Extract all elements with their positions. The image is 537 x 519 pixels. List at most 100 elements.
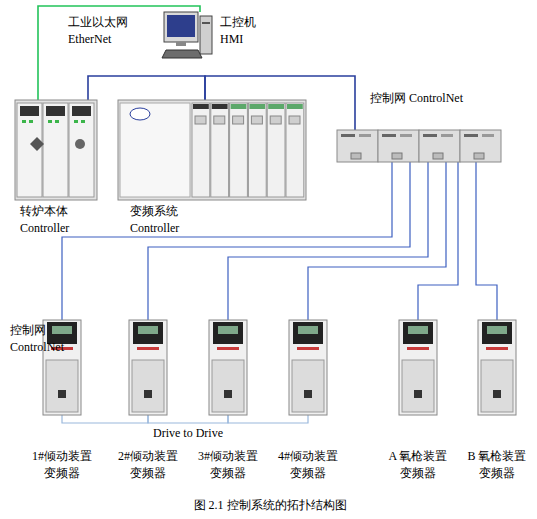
node-shape bbox=[399, 320, 437, 415]
rack-chassis bbox=[118, 100, 306, 200]
drive-panel bbox=[133, 322, 163, 344]
node-label: 工控机 HMI bbox=[220, 14, 264, 48]
status-led bbox=[81, 120, 85, 123]
drive-body bbox=[129, 320, 167, 415]
node-shape bbox=[209, 320, 247, 415]
edge-label: Drive to Drive bbox=[153, 426, 223, 440]
node-shape bbox=[43, 320, 81, 415]
logo-mark bbox=[130, 108, 150, 120]
pc-tower bbox=[200, 16, 212, 54]
bnc-connector bbox=[433, 153, 443, 159]
power-supply bbox=[120, 103, 190, 197]
drive-unit: 3#倾动装置 变频器 bbox=[209, 320, 247, 415]
drive-panel bbox=[482, 322, 512, 344]
module-label bbox=[464, 134, 478, 137]
door-latch bbox=[414, 390, 422, 398]
node-label: 变频系统 Controller bbox=[130, 203, 200, 237]
node-shape bbox=[15, 100, 97, 200]
node-label: 2#倾动装置 变频器 bbox=[113, 448, 183, 482]
drive-body bbox=[478, 320, 516, 415]
computer-icon: 工控机 HMI bbox=[162, 12, 212, 58]
module-label bbox=[382, 134, 396, 137]
node-shape bbox=[118, 100, 306, 200]
drive-display bbox=[218, 326, 238, 334]
door-latch bbox=[493, 390, 501, 398]
bnc-connector bbox=[392, 153, 402, 159]
door-latch bbox=[58, 390, 66, 398]
door-latch bbox=[224, 390, 232, 398]
module-label bbox=[249, 104, 265, 109]
node-label: 转炉本体 Controller bbox=[20, 203, 90, 237]
network-cable bbox=[148, 415, 228, 423]
monitor-frame bbox=[164, 12, 198, 42]
drive-body bbox=[399, 320, 437, 415]
network-cable bbox=[228, 415, 308, 423]
rack-module bbox=[43, 103, 68, 197]
status-led bbox=[74, 120, 78, 123]
drive-body bbox=[43, 320, 81, 415]
module-label bbox=[400, 134, 412, 137]
module-window bbox=[289, 116, 300, 124]
network-cable bbox=[62, 415, 148, 423]
monitor-stand bbox=[176, 42, 186, 46]
module-window bbox=[214, 116, 225, 124]
node-shape bbox=[162, 12, 212, 58]
keyboard bbox=[162, 50, 202, 58]
drive-slot bbox=[202, 22, 210, 24]
module-label bbox=[423, 134, 437, 137]
module-window bbox=[251, 116, 262, 124]
rack-module bbox=[248, 103, 266, 197]
drive-door bbox=[292, 360, 324, 412]
module-label bbox=[482, 134, 494, 137]
module-display bbox=[20, 106, 39, 116]
controller-rack: 控制网 ControlNet bbox=[337, 130, 502, 162]
node-label: 3#倾动装置 变频器 bbox=[193, 448, 263, 482]
drive-panel bbox=[293, 322, 323, 344]
module-display bbox=[72, 106, 91, 116]
module-label bbox=[359, 134, 371, 137]
bnc-connector bbox=[351, 153, 361, 159]
network-cable bbox=[476, 162, 497, 320]
drive-unit: A 氧枪装置 变频器 bbox=[399, 320, 437, 415]
node-label: 1#倾动装置 变频器 bbox=[27, 448, 97, 482]
network-cable bbox=[418, 162, 458, 320]
drive-panel bbox=[213, 322, 243, 344]
drive-display bbox=[408, 326, 428, 334]
key-switch bbox=[30, 137, 44, 151]
drive-display bbox=[487, 326, 507, 334]
rack-chassis bbox=[15, 100, 97, 200]
bnc-connector bbox=[474, 153, 484, 159]
door-latch bbox=[144, 390, 152, 398]
drive-body bbox=[209, 320, 247, 415]
node-shape bbox=[129, 320, 167, 415]
rack-module bbox=[286, 103, 304, 197]
figure-caption: 图 2.1 控制系统的拓扑结构图 bbox=[194, 497, 347, 514]
network-module bbox=[460, 130, 501, 162]
drive-body bbox=[289, 320, 327, 415]
drive-unit: B 氧枪装置 变频器 bbox=[478, 320, 516, 415]
rack-module bbox=[192, 103, 210, 197]
drive-badge bbox=[217, 347, 239, 350]
module-window bbox=[233, 116, 244, 124]
rack-module bbox=[17, 103, 42, 197]
module-label bbox=[441, 134, 453, 137]
monitor-screen bbox=[167, 15, 195, 37]
node-label: B 氧枪装置 变频器 bbox=[462, 448, 532, 482]
network-cable bbox=[88, 76, 205, 100]
module-label bbox=[268, 104, 284, 109]
drive-badge bbox=[486, 347, 508, 350]
network-label: 控制网 ControlNet bbox=[10, 322, 70, 356]
module-label bbox=[287, 104, 303, 109]
drive-display bbox=[298, 326, 318, 334]
node-label: 控制网 ControlNet bbox=[370, 90, 530, 107]
rack-module bbox=[267, 103, 285, 197]
drive-panel bbox=[403, 322, 433, 344]
drive-display bbox=[138, 326, 158, 334]
drive-badge bbox=[297, 347, 319, 350]
door-latch bbox=[304, 390, 312, 398]
status-led bbox=[55, 120, 59, 123]
drive-door bbox=[46, 360, 78, 412]
port-connector bbox=[75, 139, 85, 149]
